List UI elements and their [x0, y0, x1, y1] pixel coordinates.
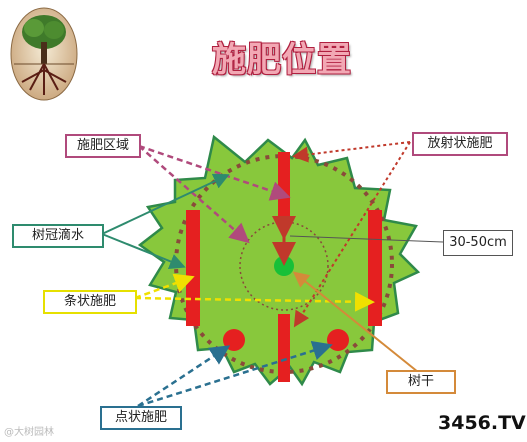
dot-hole-left — [223, 329, 245, 351]
inner-circle — [239, 221, 329, 311]
watermark-left: @大树园林 — [4, 427, 54, 438]
label-distance: 30-50cm — [443, 230, 513, 256]
label-canopy-drip-line: 树冠滴水 — [12, 224, 104, 248]
drip-arrow-2 — [101, 233, 186, 269]
radial-bar-top — [278, 152, 290, 220]
watermark-right: 3456.TV — [438, 412, 526, 434]
label-strip-fertilizing: 条状施肥 — [43, 290, 137, 314]
label-radial-fertilizing: 放射状施肥 — [412, 132, 508, 156]
dot-hole-right — [327, 329, 349, 351]
label-trunk: 树干 — [386, 370, 456, 394]
strip-bar-right — [368, 210, 382, 326]
strip-bar-left — [186, 210, 200, 326]
page-title: 施肥位置 — [212, 40, 352, 80]
dot-arrow-1 — [137, 345, 231, 408]
label-dot-fertilizing: 点状施肥 — [100, 406, 182, 430]
trunk-circle — [274, 256, 294, 276]
distance-leader — [289, 235, 444, 243]
drip-arrow-1 — [101, 173, 230, 235]
zone-arrow-1 — [138, 145, 250, 244]
zone-arrow-2 — [138, 144, 291, 201]
drip-line-circle — [174, 154, 394, 374]
trunk-arrow — [292, 271, 419, 373]
radial-arrow-1 — [292, 141, 411, 163]
label-fertilizing-zone: 施肥区域 — [65, 134, 141, 158]
logo-tree-with-roots-icon — [10, 7, 78, 101]
radial-bar-bottom — [278, 314, 290, 382]
dot-arrow-2 — [137, 340, 333, 408]
